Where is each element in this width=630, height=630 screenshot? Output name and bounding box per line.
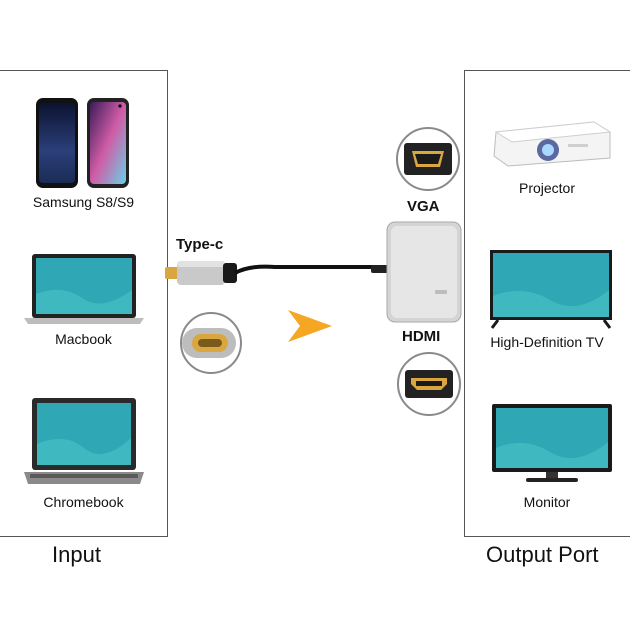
tv-icon (490, 250, 612, 329)
usb-c-cable-icon (165, 261, 389, 285)
usb-c-port-icon (182, 328, 236, 358)
device-label-macbook: Macbook (55, 331, 112, 347)
macbook-laptop-icon (24, 254, 144, 324)
arrow-right-icon (288, 310, 332, 342)
device-label-tv: High-Definition TV (490, 334, 604, 350)
hdmi-label: HDMI (402, 328, 441, 345)
output-heading: Output Port (486, 542, 599, 567)
projector-icon (493, 121, 612, 167)
device-label-monitor: Monitor (523, 494, 571, 510)
type-c-label: Type-c (176, 236, 224, 253)
vga-label: VGA (407, 198, 440, 215)
monitor-icon (492, 404, 612, 482)
vga-port-icon (404, 143, 452, 175)
device-label-chromebook: Chromebook (43, 494, 124, 510)
input-heading: Input (52, 542, 101, 567)
smartphones-icon (36, 98, 129, 188)
chromebook-laptop-icon (24, 398, 144, 484)
device-label-samsung: Samsung S8/S9 (32, 194, 135, 210)
usb-c-closeup-circle (180, 312, 242, 374)
vga-closeup-circle (396, 127, 460, 191)
hdmi-port-icon (405, 370, 453, 398)
hdmi-closeup-circle (397, 352, 461, 416)
device-label-projector: Projector (518, 180, 576, 196)
adapter-hub-icon (386, 221, 462, 323)
